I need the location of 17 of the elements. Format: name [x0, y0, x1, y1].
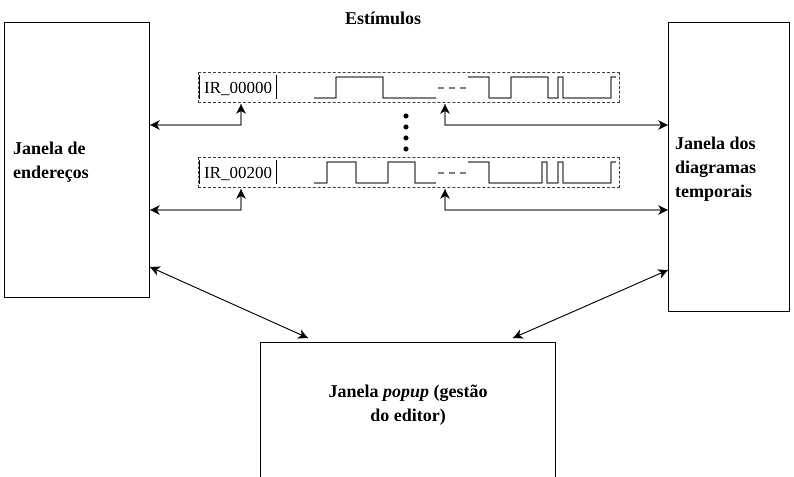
stimulus-row — [198, 72, 620, 103]
window-title: Janela de endereços — [13, 137, 90, 184]
stimulus-row — [198, 157, 620, 188]
window-box — [668, 22, 790, 312]
window-title: Janela popup (gestão do editor) — [327, 380, 488, 426]
group-heading: Estímulos — [345, 8, 422, 29]
double-arrow — [150, 266, 308, 338]
window-box — [4, 22, 150, 298]
double-arrow — [512, 269, 668, 339]
double-arrow — [440, 104, 668, 130]
double-arrow — [150, 188, 246, 215]
window-title: Janela dos diagramas temporais — [675, 132, 757, 203]
double-arrow — [440, 188, 668, 215]
signal-name: IR_00000 — [199, 75, 277, 99]
double-arrow — [150, 104, 246, 130]
signal-name: IR_00200 — [199, 160, 277, 184]
window-box — [260, 342, 556, 477]
